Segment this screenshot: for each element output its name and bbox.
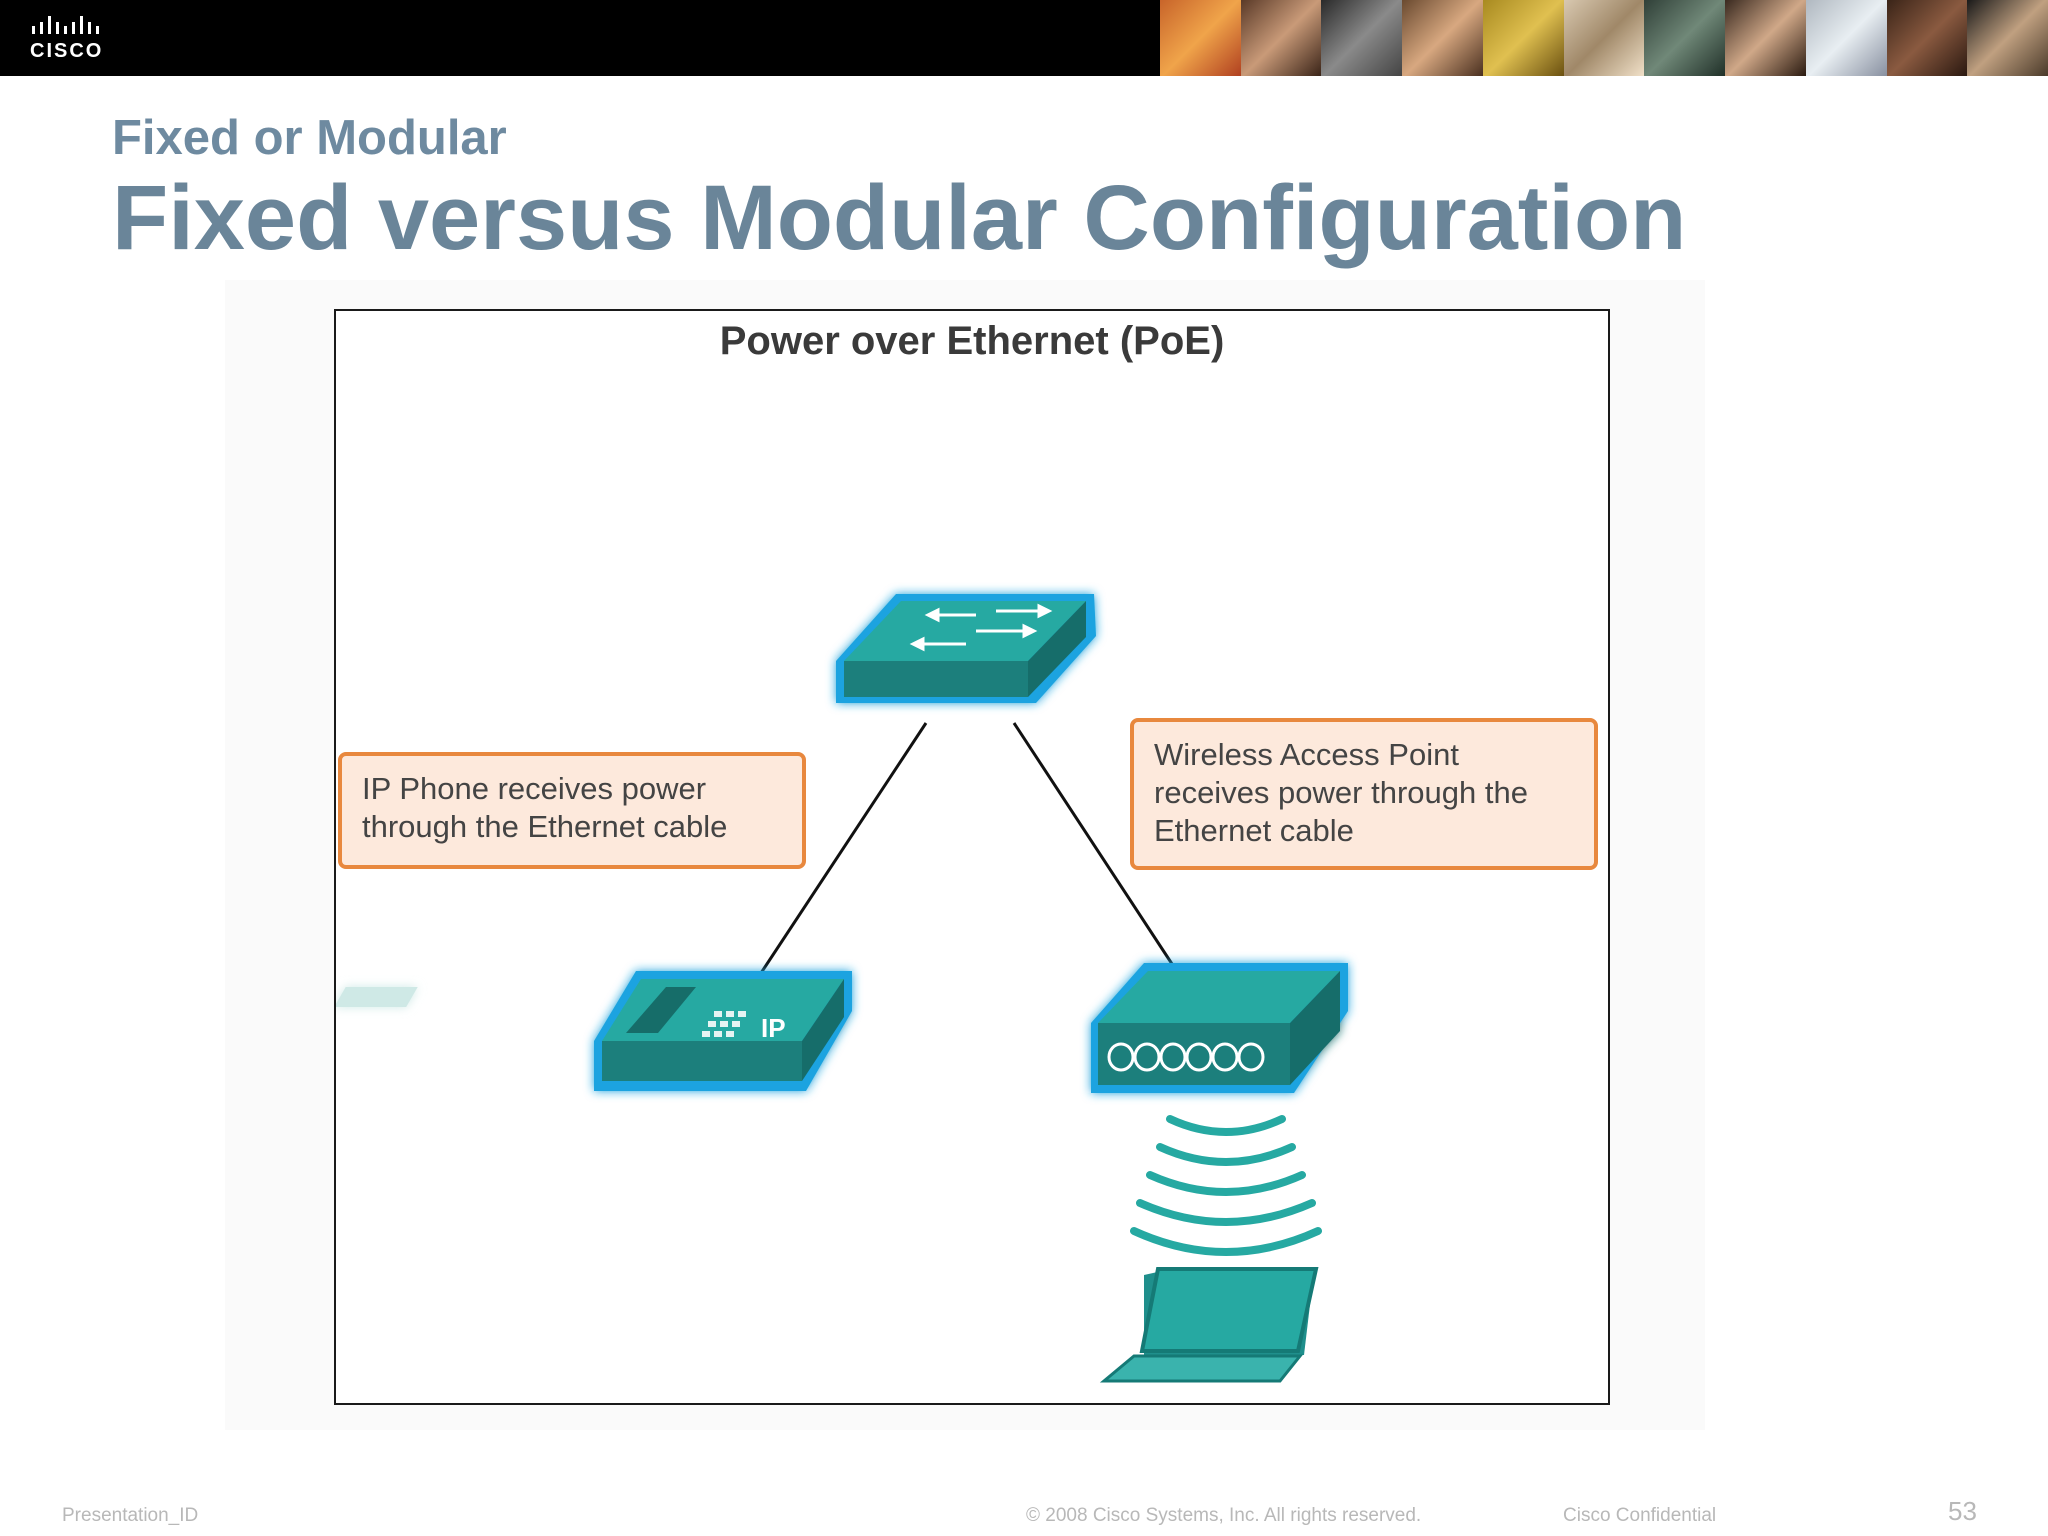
footer-copyright: © 2008 Cisco Systems, Inc. All rights re… <box>1026 1505 1422 1526</box>
cisco-bars-icon <box>32 16 99 34</box>
photo-3 <box>1321 0 1403 76</box>
cisco-logo: CISCO <box>30 14 130 64</box>
slide-subtitle: Fixed or Modular <box>112 111 507 165</box>
photo-6 <box>1563 0 1645 76</box>
photo-5 <box>1482 0 1564 76</box>
photo-4 <box>1402 0 1483 76</box>
photo-9 <box>1805 0 1887 76</box>
photo-7 <box>1644 0 1726 76</box>
photo-strip <box>1160 0 2048 76</box>
cisco-logo-text: CISCO <box>30 40 104 62</box>
callout-wireless-ap: Wireless Access Point receives power thr… <box>1130 718 1598 870</box>
link-switch-ap <box>1012 722 1176 968</box>
page-number: 53 <box>1948 1496 1977 1526</box>
ip-phone-icon: IP <box>336 971 852 1091</box>
footer-presentation-id: Presentation_ID <box>62 1505 199 1526</box>
switch-icon <box>836 594 1096 703</box>
photo-1 <box>1160 0 1241 76</box>
figure-title: Power over Ethernet (PoE) <box>719 319 1225 363</box>
footer-confidential: Cisco Confidential <box>1563 1505 1717 1526</box>
slide-title: Fixed versus Modular Configuration <box>112 167 1687 269</box>
top-banner: CISCO <box>0 0 2048 76</box>
callout-ip-phone: IP Phone receives power through the Ethe… <box>338 752 806 869</box>
wireless-signal-icon <box>1130 1115 1322 1256</box>
laptop-icon <box>1099 1267 1319 1383</box>
link-switch-phone <box>759 722 928 974</box>
photo-8 <box>1725 0 1806 76</box>
photo-2 <box>1240 0 1322 76</box>
photo-10 <box>1886 0 1968 76</box>
poe-figure: Power over Ethernet (PoE) <box>334 309 1610 1405</box>
diagram-canvas: IP <box>336 594 1348 1383</box>
photo-11 <box>1967 0 2048 76</box>
wireless-access-point-icon <box>1091 963 1348 1093</box>
phone-ip-label: IP <box>761 1013 786 1043</box>
